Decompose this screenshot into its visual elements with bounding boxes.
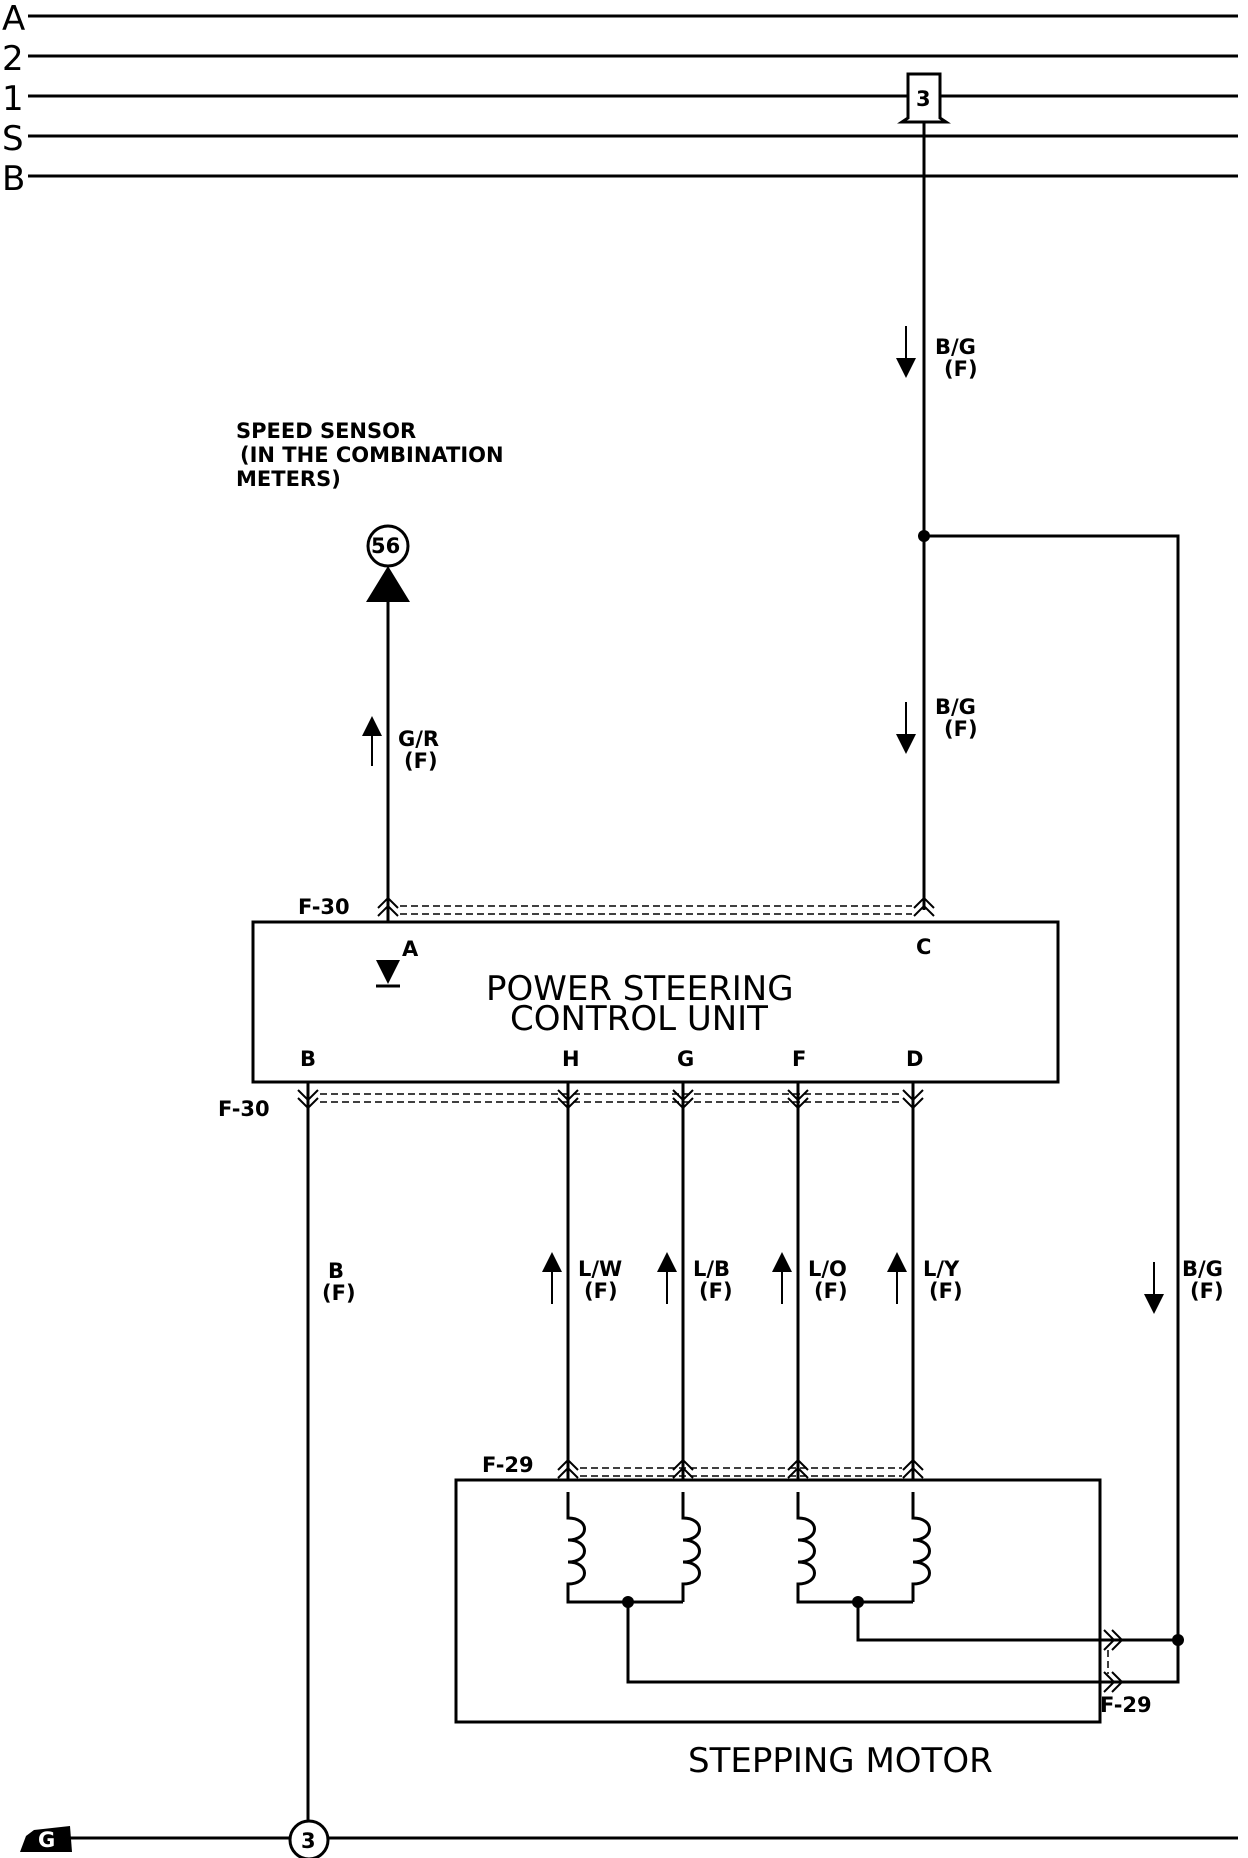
wire-label-bg-right: B/G — [1182, 1257, 1223, 1281]
wire-note-ly: (F) — [929, 1279, 963, 1303]
speed-sensor-title: SPEED SENSOR — [236, 419, 416, 443]
wire-note-bg-top: (F) — [944, 357, 978, 381]
control-unit-name-2: CONTROL UNIT — [510, 999, 768, 1039]
connector-pin-icon — [1103, 1671, 1124, 1693]
connector-pin-icon — [787, 1458, 809, 1479]
connector-pin-icon — [557, 1458, 579, 1479]
splice-point — [1172, 1634, 1184, 1646]
fuse-3: 3 — [897, 72, 951, 124]
terminal-f: F — [792, 1047, 806, 1071]
power-steering-control-unit: F-30 A C POWER STEERING CONTROL UNIT B H… — [218, 895, 1060, 1121]
wire-note-gr: (F) — [404, 749, 438, 773]
speed-sensor-ref: 56 — [371, 534, 400, 558]
bus-label-s: S — [2, 119, 24, 159]
bus-label-1: 1 — [2, 79, 24, 119]
fuse-label: 3 — [916, 87, 931, 111]
ground-connector-label: 3 — [301, 1829, 316, 1853]
terminal-h: H — [562, 1047, 580, 1071]
connector-label-f30-bottom: F-30 — [218, 1097, 270, 1121]
wire-common-1 — [856, 1602, 1178, 1642]
connector-f30-bottom-outline — [320, 1093, 902, 1103]
wire-note-lo: (F) — [814, 1279, 848, 1303]
connector-pin-icon — [377, 896, 399, 917]
wire-label-bg-mid: B/G — [935, 695, 976, 719]
coil-icon — [681, 1492, 701, 1602]
ground: G 3 — [20, 1819, 1238, 1858]
connector-f29-top-outline — [580, 1467, 902, 1477]
terminal-d: D — [906, 1047, 923, 1071]
speed-sensor: SPEED SENSOR (IN THE COMBINATION METERS)… — [236, 419, 504, 602]
control-unit-box — [251, 920, 1060, 1084]
terminal-b: B — [300, 1047, 316, 1071]
power-bus: A 2 1 S B — [2, 0, 1238, 199]
wire-bg-branch — [924, 534, 1180, 1640]
wire-note-lb: (F) — [699, 1279, 733, 1303]
connector-pin-icon — [1103, 1629, 1124, 1651]
terminal-c: C — [916, 935, 931, 959]
wire-label-bg-top: B/G — [935, 335, 976, 359]
connector-pin-icon — [913, 896, 935, 917]
connector-f30-top-outline — [400, 905, 912, 915]
control-unit-name-1: POWER STEERING — [486, 969, 794, 1009]
speed-sensor-location: (IN THE COMBINATION — [240, 443, 504, 467]
stepping-motor: F-29 F-29 STEPPING MOTOR — [454, 1453, 1184, 1781]
ground-connector-icon — [288, 1819, 330, 1858]
wire-label-lb: L/B — [693, 1257, 730, 1281]
wire-label-gr: G/R — [398, 727, 439, 751]
wire-note-lw: (F) — [584, 1279, 618, 1303]
wire-note-b: (F) — [322, 1281, 356, 1305]
speed-sensor-location-2: METERS) — [236, 467, 341, 491]
wire-label-ly: L/Y — [923, 1257, 960, 1281]
wire-label-lw: L/W — [578, 1257, 622, 1281]
connector-arrow-icon — [366, 566, 410, 602]
stepping-motor-name: STEPPING MOTOR — [688, 1741, 993, 1781]
coil-icon — [566, 1492, 683, 1604]
terminal-a: A — [402, 937, 419, 961]
stepping-motor-box — [454, 1478, 1102, 1724]
bus-label-a: A — [2, 0, 25, 39]
bus-label-2: 2 — [2, 39, 24, 79]
wire-note-bg-mid: (F) — [944, 717, 978, 741]
wire-label-lo: L/O — [808, 1257, 847, 1281]
connector-pin-icon — [902, 1458, 924, 1479]
wire-note-bg-right: (F) — [1190, 1279, 1224, 1303]
terminal-g: G — [677, 1047, 694, 1071]
connector-label-f30-top: F-30 — [298, 895, 350, 919]
wire-common-2 — [626, 1602, 1180, 1684]
bus-label-b: B — [2, 159, 25, 199]
coil-icon — [796, 1492, 913, 1604]
coil-icon — [911, 1492, 931, 1602]
diode-icon — [376, 960, 400, 984]
connector-label-f29-top: F-29 — [482, 1453, 534, 1477]
fuse-icon — [897, 72, 951, 124]
ground-icon — [20, 1826, 72, 1852]
wire-label-b: B — [328, 1259, 344, 1283]
connector-label-f29-side: F-29 — [1100, 1693, 1152, 1717]
ground-label: G — [38, 1828, 55, 1852]
